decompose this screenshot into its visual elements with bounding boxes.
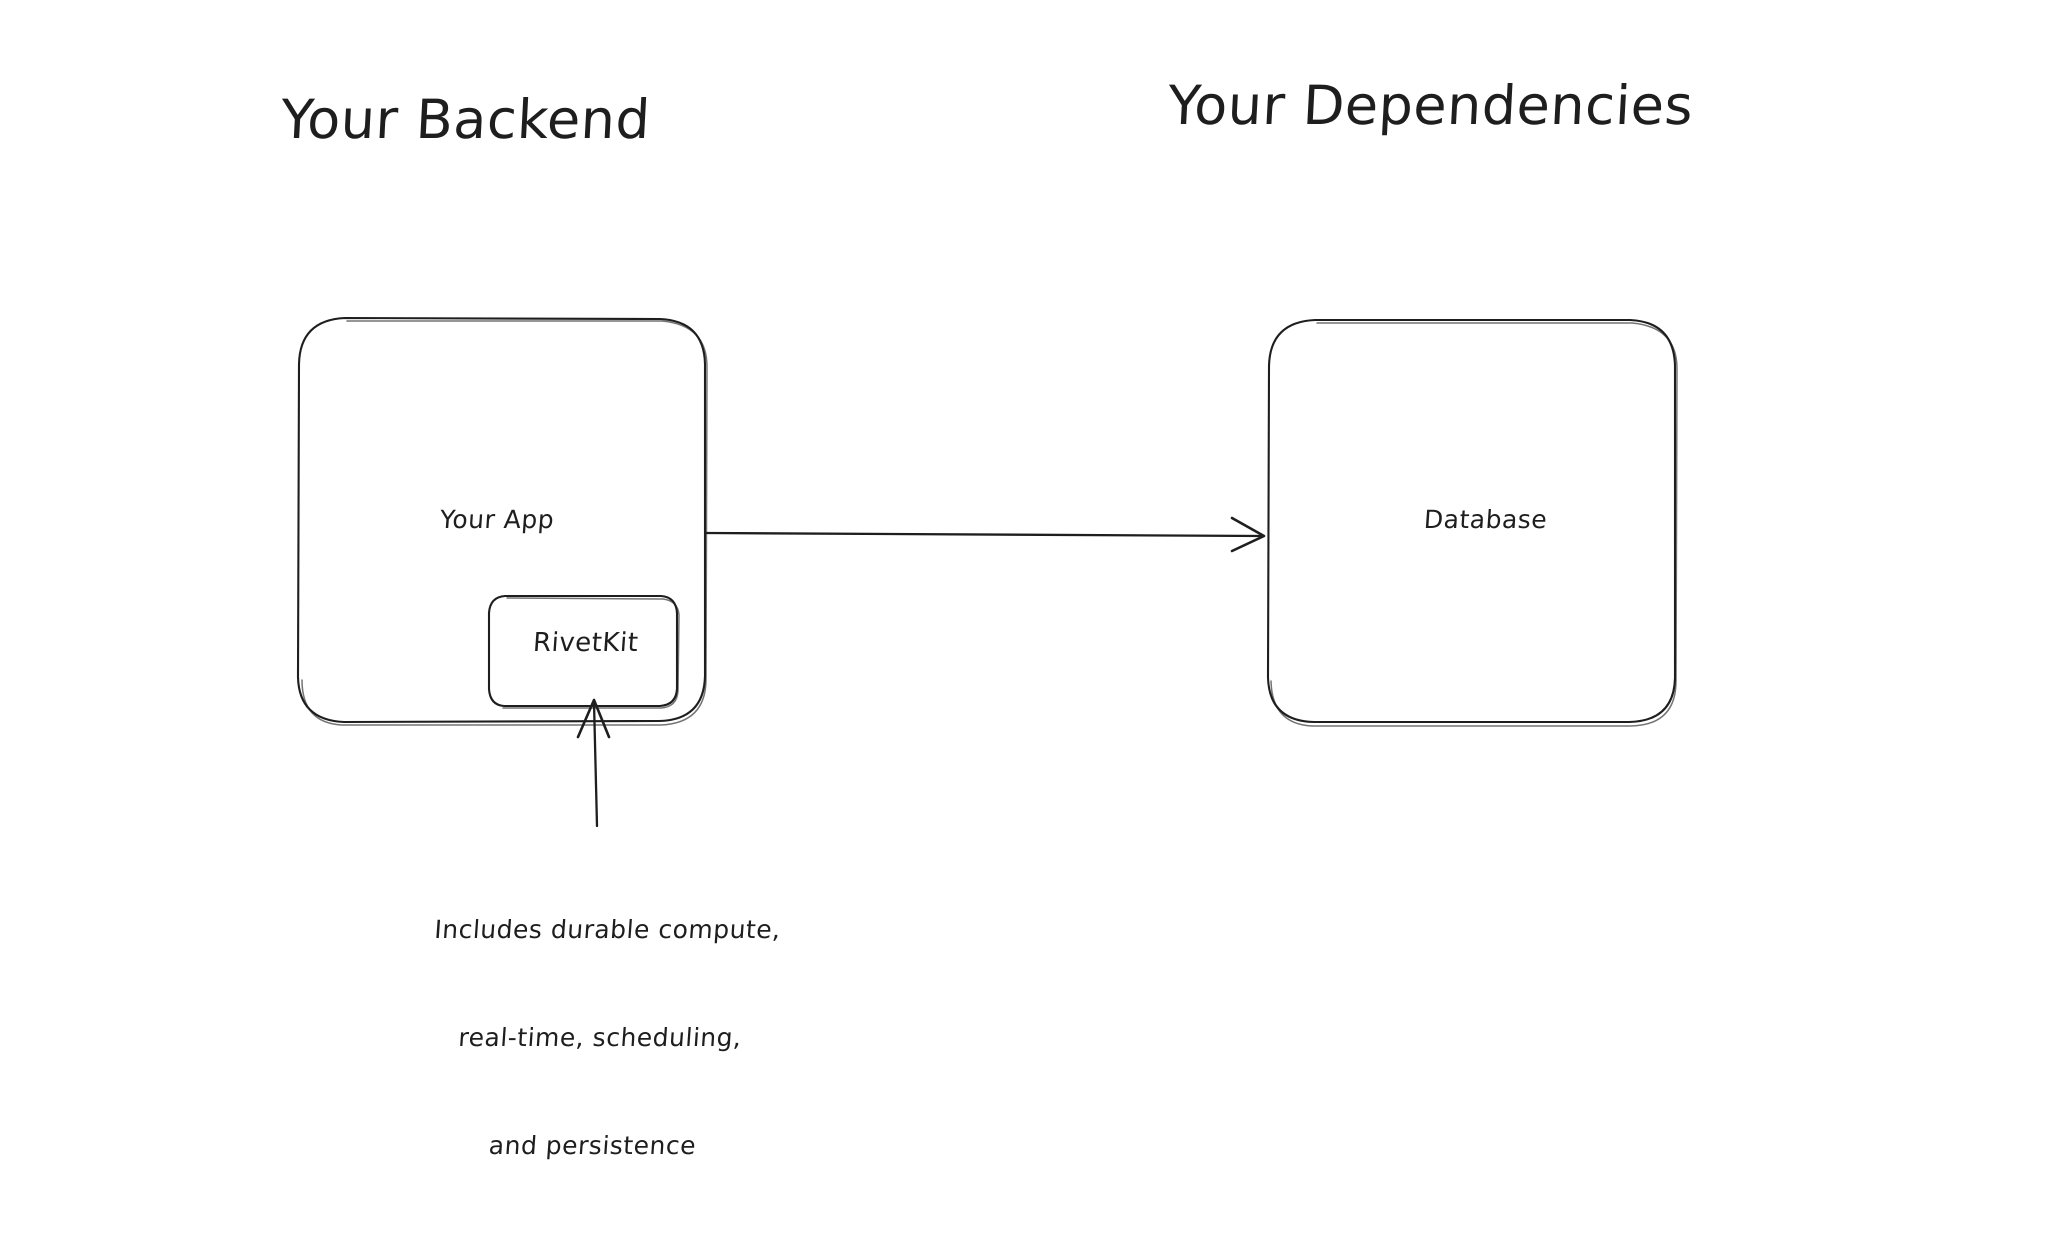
- node-database-box[interactable]: [1266, 318, 1678, 727]
- annotation-line: Includes durable compute,: [433, 915, 782, 944]
- group-title-backend: Your Backend: [279, 88, 652, 151]
- node-rivetkit-box[interactable]: [487, 594, 680, 709]
- group-title-dependencies: Your Dependencies: [1166, 74, 1695, 137]
- node-label-database: Database: [1422, 505, 1549, 534]
- edge-note-to-rivetkit[interactable]: [576, 698, 611, 828]
- diagram-canvas: Your Backend Your Dependencies Your App …: [279, 74, 1695, 1160]
- node-label-your-app: Your App: [438, 505, 556, 534]
- annotation-rivetkit-note: Includes durable compute, real-time, sch…: [366, 840, 834, 1236]
- edge-app-to-database[interactable]: [704, 516, 1266, 553]
- diagram-shapes-layer: [296, 316, 1678, 828]
- annotation-line: real-time, scheduling,: [457, 1023, 743, 1052]
- node-label-rivetkit: RivetKit: [531, 628, 640, 658]
- annotation-line: and persistence: [487, 1131, 698, 1160]
- node-your-app-box[interactable]: [296, 316, 708, 726]
